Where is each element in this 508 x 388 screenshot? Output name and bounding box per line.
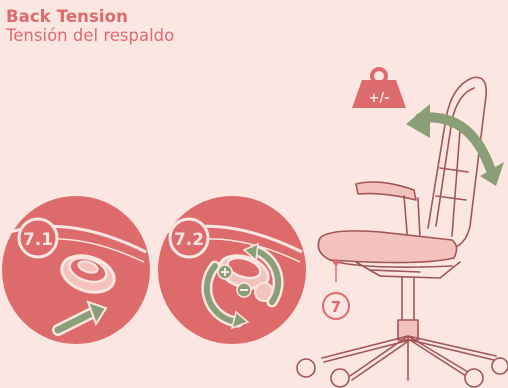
lever-marker [333,259,339,265]
recline-double-arrow-icon [406,104,504,186]
step-7-2-badge [168,217,210,259]
callout-7-badge [322,292,350,320]
step-7-1-illustration: 7.1 [2,196,150,344]
callout-7-label: 7 [331,298,341,316]
office-chair-illustration [296,76,508,388]
title-block: Back Tension Tensión del respaldo [6,7,175,46]
weight-label: +/- [368,91,389,106]
step-7-2-illustration: 7.2 [158,196,306,344]
step-7-2-label: 7.2 [174,230,204,250]
tension-knob-icon [218,254,274,302]
tension-knob-icon [60,254,116,294]
weight-icon: +/- [352,67,406,108]
page-title: Back Tension [6,7,128,26]
rotate-arrows-icon [201,242,284,330]
step-7-1-badge [17,217,59,259]
push-arrow-icon [52,300,108,336]
page-subtitle: Tensión del respaldo [6,25,175,45]
step-7-1-label: 7.1 [23,230,53,250]
